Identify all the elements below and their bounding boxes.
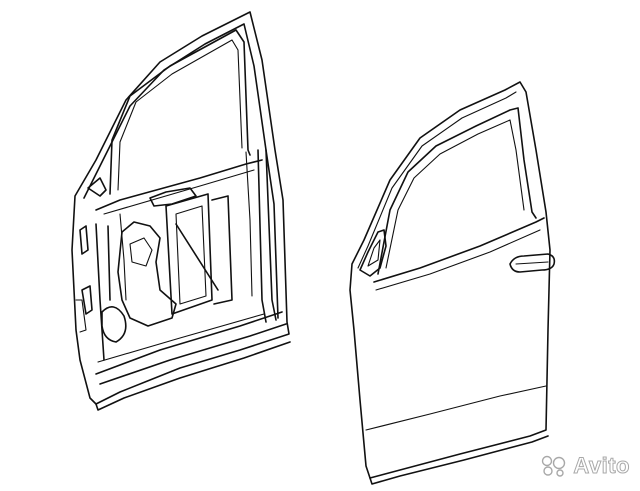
watermark: Avito [539,453,630,479]
watermark-text: Avito [573,453,630,479]
inner-door-frame [71,11,291,411]
avito-logo-icon [542,455,566,477]
outer-door-shell [349,81,556,485]
